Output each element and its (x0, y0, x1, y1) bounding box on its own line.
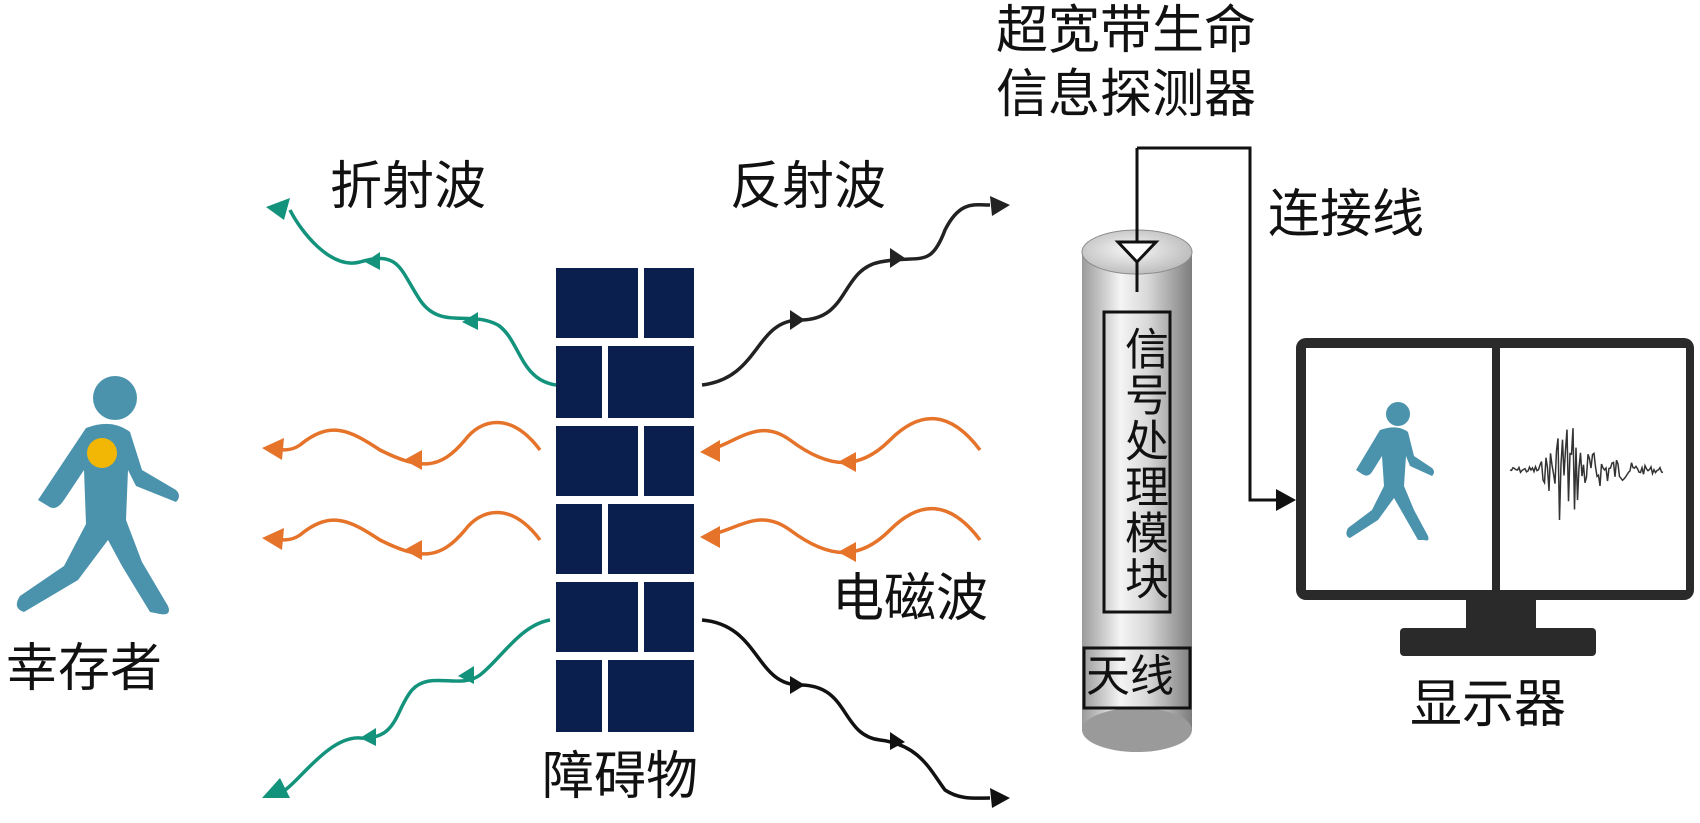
refracted-wave-lower (262, 618, 551, 798)
antenna-label: 天线 (1086, 651, 1174, 702)
reflected-wave-label: 反射波 (730, 157, 887, 217)
reflected-wave-upper (701, 196, 1010, 387)
refracted-wave-label: 折射波 (330, 157, 487, 217)
em-wave-left (262, 420, 542, 560)
signal-module-label: 信号处理模块 (1117, 326, 1168, 602)
survivor-label: 幸存者 (6, 639, 163, 699)
detector-title-line2: 信息探测器 (996, 65, 1257, 125)
signal-module-box (1102, 310, 1172, 614)
antenna-icon (1114, 148, 1160, 292)
antenna-box (1082, 646, 1192, 710)
obstacle-label: 障碍物 (542, 747, 699, 807)
display-person-icon (1346, 402, 1434, 541)
em-wave-right (700, 417, 982, 562)
survivor-figure-icon (16, 376, 179, 615)
waveform-signal (1509, 428, 1664, 521)
connection-line-label: 连接线 (1268, 185, 1425, 245)
reflected-wave-lower (701, 618, 1010, 808)
detector-title-line1: 超宽带生命 (996, 1, 1257, 61)
connection-line (1137, 146, 1296, 511)
obstacle-wall (556, 268, 694, 732)
display-label: 显示器 (1410, 675, 1567, 735)
heart-icon (87, 438, 117, 468)
monitor-icon (1296, 338, 1694, 656)
refracted-wave-upper (266, 198, 557, 387)
em-wave-label: 电磁波 (832, 569, 989, 629)
detector-cylinder (1081, 229, 1193, 752)
